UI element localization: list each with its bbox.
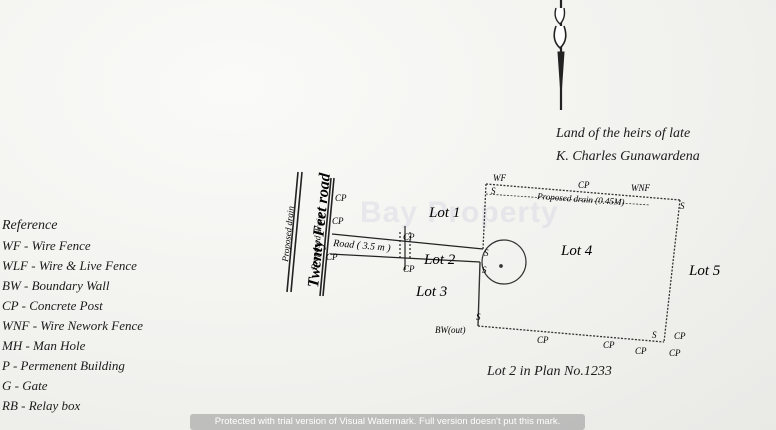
legend-item-wnf: WNF - Wire Nework Fence: [2, 318, 144, 333]
cp-road-1: CP: [335, 193, 347, 203]
cp-road-4: CP: [403, 232, 415, 242]
plan-reference: Lot 2 in Plan No.1233: [487, 364, 612, 379]
cp-road-5: CP: [403, 264, 415, 274]
s-label-2: S: [680, 201, 685, 211]
cp-bottom-1: CP: [537, 335, 549, 345]
legend-title: Reference: [2, 218, 58, 233]
s-label-1: S: [491, 186, 496, 196]
legend-item-g: G - Gate: [2, 378, 48, 393]
lot-1-label: Lot 1: [428, 205, 460, 221]
s-label-5: S: [476, 312, 481, 322]
legend-item-p: P - Permenent Building: [2, 358, 125, 373]
heirs-line-2: K. Charles Gunawardena: [556, 149, 700, 164]
trial-watermark-bar: Protected with trial version of Visual W…: [190, 414, 585, 430]
legend-item-bw: BW - Boundary Wall: [2, 278, 110, 293]
lot-5-label: Lot 5: [688, 263, 721, 279]
lot-2-label: Lot 2: [423, 252, 456, 268]
lot-boundary: [477, 183, 681, 343]
twenty-feet-road: [286, 171, 335, 297]
cp-label-top: CP: [578, 180, 590, 190]
access-road-label: Road ( 3.5 m ): [332, 238, 392, 254]
s-label-3: S: [484, 248, 489, 258]
cp-bottom-3: CP: [635, 346, 647, 356]
legend-item-rb: RB - Relay box: [2, 398, 81, 413]
legend-item-wlf: WLF - Wire & Live Fence: [2, 258, 137, 273]
lot-4-label: Lot 4: [560, 243, 593, 259]
cp-right: CP: [674, 331, 686, 341]
lot-3-label: Lot 3: [415, 284, 447, 300]
legend-item-wf: WF - Wire Fence: [2, 238, 91, 253]
heirs-line-1: Land of the heirs of late: [556, 126, 691, 141]
wnf-label: WNF: [631, 183, 651, 193]
cp-road-3: CP: [326, 252, 338, 262]
legend: Reference WF - Wire Fence WLF - Wire & L…: [2, 216, 192, 416]
adjacent-land-label: Land of the heirs of late K. Charles Gun…: [556, 122, 700, 168]
access-road: [329, 226, 484, 270]
bw-label: BW(out): [435, 325, 466, 335]
wf-label: WF: [493, 173, 506, 183]
faint-watermark-text: Bay Property: [360, 196, 559, 229]
s-label-4: S: [482, 265, 487, 275]
legend-item-mh: MH - Man Hole: [2, 338, 86, 353]
cp-bottom-4: CP: [669, 348, 681, 358]
cp-bottom-2: CP: [603, 340, 615, 350]
proposed-drain-left: Proposed drain: [280, 205, 296, 263]
s-label-6: S: [652, 330, 657, 340]
legend-item-cp: CP - Concrete Post: [2, 298, 103, 313]
cp-road-2: CP: [332, 216, 344, 226]
drain-label: Proposed drain (0.45M): [536, 191, 625, 207]
north-arrow-icon: [553, 0, 567, 110]
